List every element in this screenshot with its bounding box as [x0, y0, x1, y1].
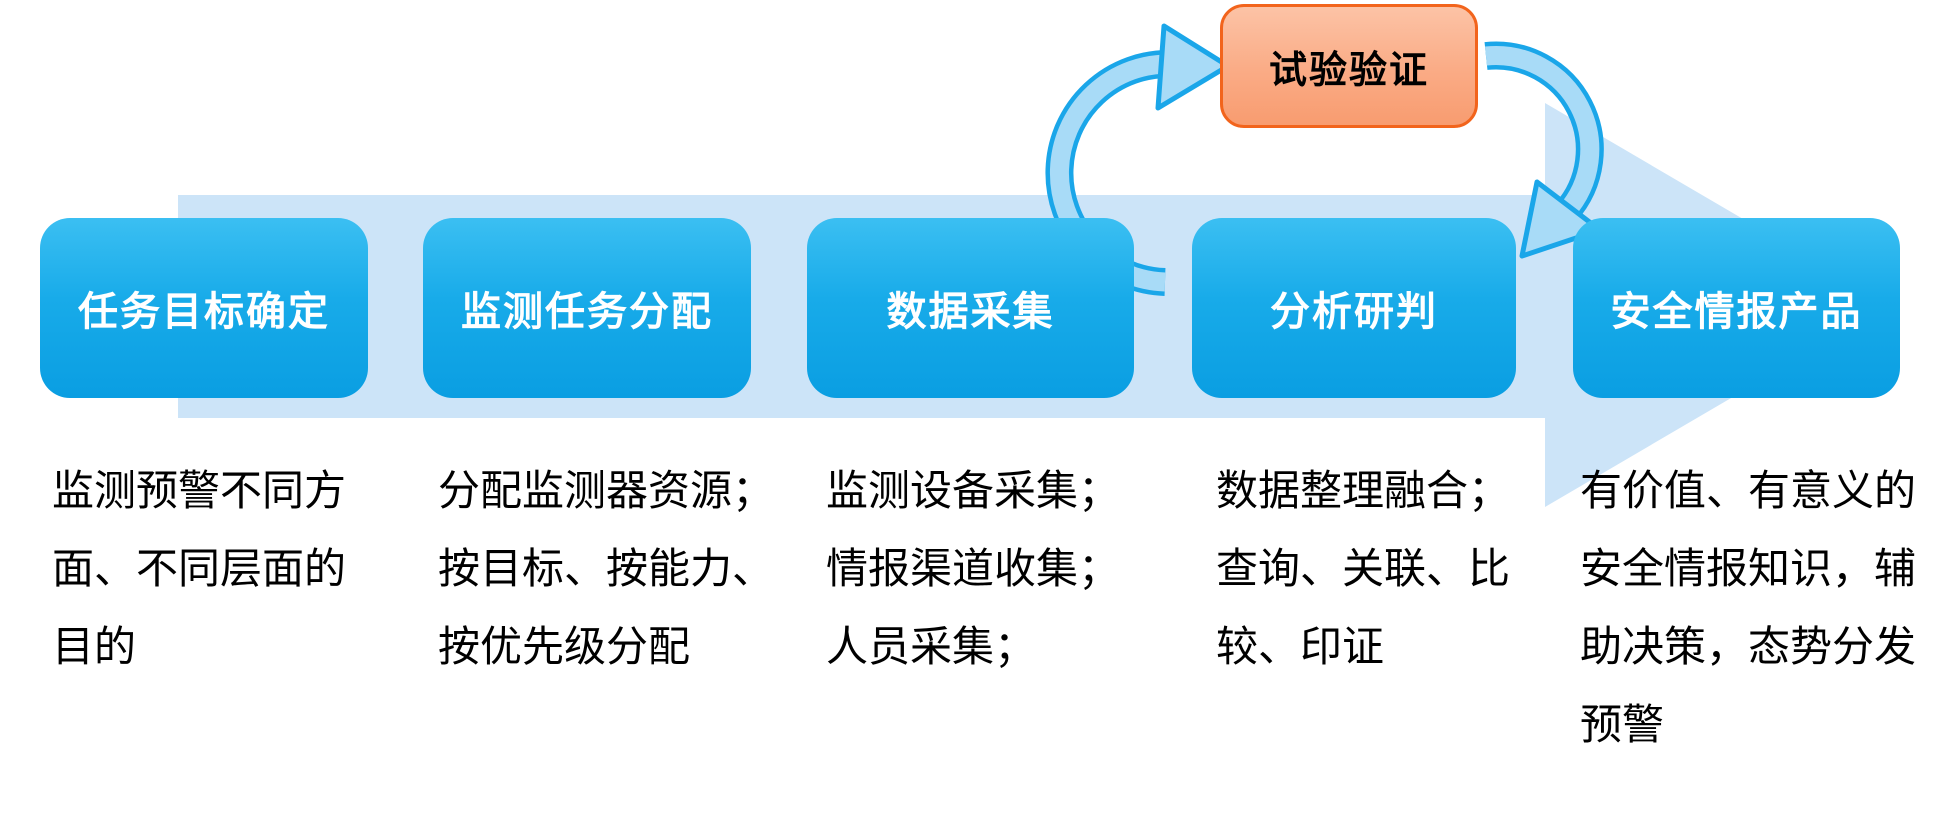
stage-box-analysis: 分析研判: [1192, 218, 1516, 398]
description-line: 监测设备采集；: [826, 467, 1121, 514]
description-line: 分配监测器资源；: [438, 467, 775, 514]
description-line: 查询、关联、比: [1216, 545, 1511, 592]
description-line: 较、印证: [1216, 623, 1385, 670]
stage-box-task-allocation: 监测任务分配: [423, 218, 751, 398]
stage-box-data-collection: 数据采集: [807, 218, 1134, 398]
stage-title: 分析研判: [1270, 290, 1438, 334]
description-line: 情报渠道收集；: [826, 545, 1121, 592]
stage-title: 监测任务分配: [461, 290, 713, 334]
stage-description-task-allocation: 分配监测器资源； 按目标、按能力、 按优先级分配: [438, 452, 798, 686]
description-line: 人员采集；: [826, 623, 1037, 670]
validation-box-label: 试验验证: [1268, 49, 1429, 92]
stage-box-task-goal: 任务目标确定: [40, 218, 368, 398]
description-line: 面、不同层面的: [52, 545, 347, 592]
validation-box: 试验验证: [1220, 4, 1478, 128]
description-line: 按目标、按能力、: [438, 545, 775, 592]
description-line: 目的: [52, 623, 137, 670]
cycle-arrow-down-icon: [1484, 41, 1604, 259]
stage-box-intel-product: 安全情报产品: [1573, 218, 1900, 398]
stage-title: 安全情报产品: [1610, 290, 1863, 334]
stage-description-task-goal: 监测预警不同方 面、不同层面的 目的: [52, 452, 392, 686]
description-line: 按优先级分配: [438, 623, 691, 670]
description-line: 助决策，态势分发: [1580, 623, 1917, 670]
stage-title: 任务目标确定: [78, 290, 330, 334]
stage-description-analysis: 数据整理融合； 查询、关联、比 较、印证: [1216, 452, 1576, 686]
stage-title: 数据采集: [886, 290, 1055, 334]
description-line: 有价值、有意义的: [1580, 467, 1917, 514]
description-line: 安全情报知识，辅: [1580, 545, 1917, 592]
stage-description-intel-product: 有价值、有意义的 安全情报知识，辅 助决策，态势分发 预警: [1580, 452, 1936, 764]
description-line: 监测预警不同方: [52, 467, 347, 514]
description-line: 预警: [1580, 701, 1665, 748]
stage-description-data-collection: 监测设备采集； 情报渠道收集； 人员采集；: [826, 452, 1186, 686]
description-line: 数据整理融合；: [1216, 467, 1511, 514]
